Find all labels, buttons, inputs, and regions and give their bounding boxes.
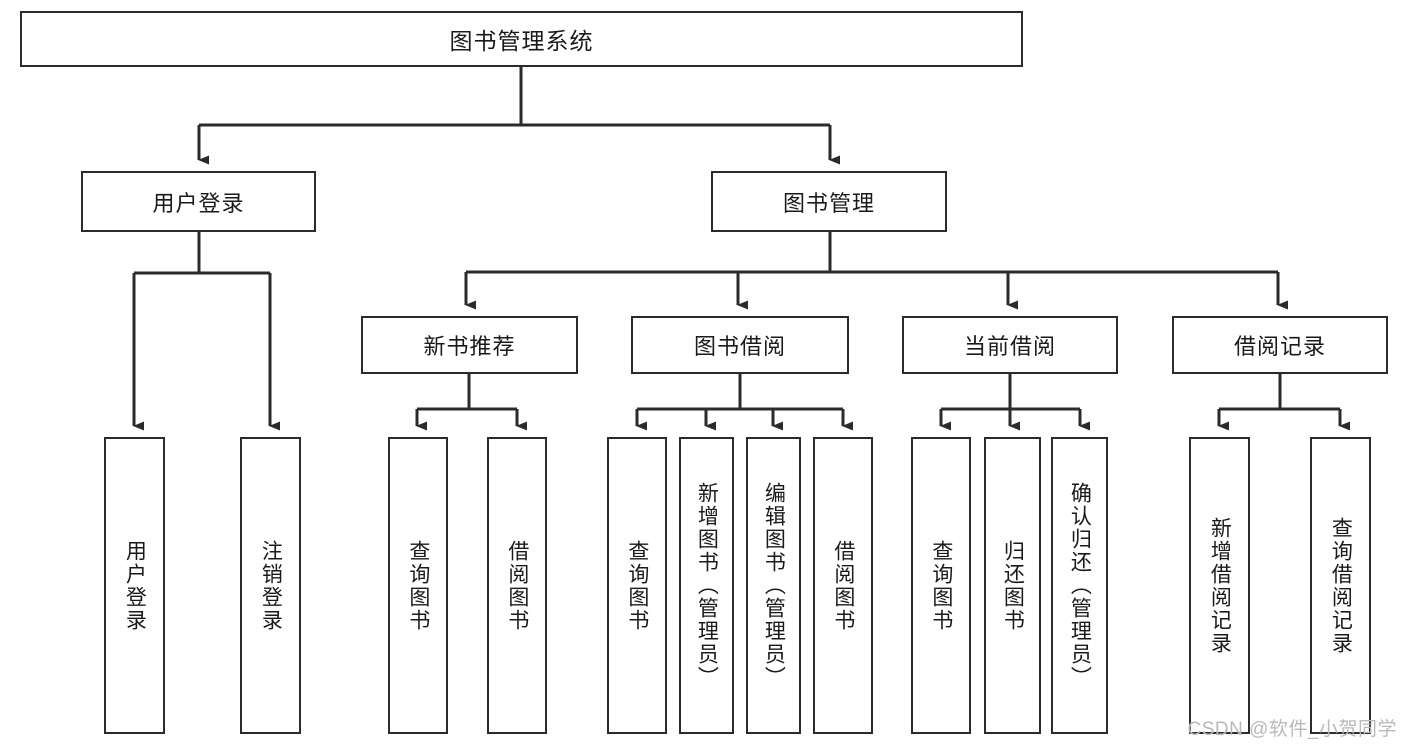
watermark-csdn: CSDN @软件_小贺同学 <box>1187 719 1397 740</box>
leaf-user-login[interactable]: 用户登录 <box>104 437 165 734</box>
node-new-book-recommendation[interactable]: 新书推荐 <box>361 316 578 374</box>
node-book-borrowing[interactable]: 图书借阅 <box>631 316 849 374</box>
leaf-borrow-book-borrowing[interactable]: 借阅图书 <box>813 437 873 734</box>
leaf-add-book-admin[interactable]: 新增图书（管理员） <box>679 437 734 734</box>
leaf-confirm-return-admin[interactable]: 确认归还（管理员） <box>1051 437 1108 734</box>
node-current-borrowing[interactable]: 当前借阅 <box>902 316 1118 374</box>
leaf-add-borrowing-record[interactable]: 新增借阅记录 <box>1189 437 1250 734</box>
leaf-user-logout[interactable]: 注销登录 <box>240 437 301 734</box>
leaf-query-borrowing-record[interactable]: 查询借阅记录 <box>1310 437 1371 734</box>
node-root-book-management-system[interactable]: 图书管理系统 <box>20 11 1023 67</box>
leaf-return-book[interactable]: 归还图书 <box>984 437 1041 734</box>
node-borrowing-record[interactable]: 借阅记录 <box>1172 316 1388 374</box>
leaf-query-book-borrowing[interactable]: 查询图书 <box>607 437 667 734</box>
leaf-query-book-new-recommendation[interactable]: 查询图书 <box>388 437 448 734</box>
leaf-edit-book-admin[interactable]: 编辑图书（管理员） <box>746 437 801 734</box>
leaf-query-book-current[interactable]: 查询图书 <box>911 437 971 734</box>
node-book-management[interactable]: 图书管理 <box>711 171 947 232</box>
node-user-login[interactable]: 用户登录 <box>81 171 316 232</box>
leaf-borrow-book-new-recommendation[interactable]: 借阅图书 <box>487 437 547 734</box>
